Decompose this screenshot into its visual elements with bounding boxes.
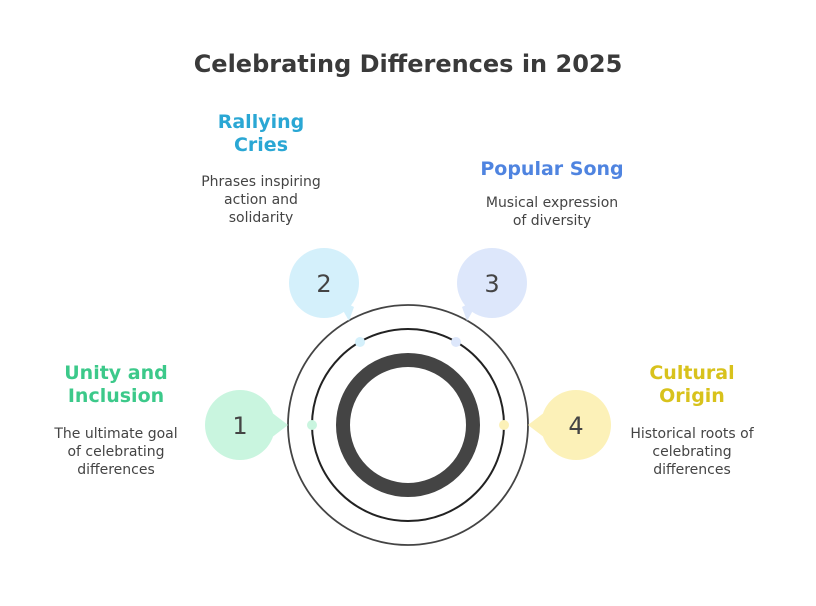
step-1-number: 1 (232, 412, 247, 440)
item-4-title: Cultural Origin (612, 362, 772, 408)
outer-ring (287, 304, 529, 546)
item-4-desc-line3: differences (653, 462, 731, 478)
item-2-title-line1: Rallying (217, 111, 305, 133)
step-2-marker-dot (355, 337, 365, 347)
item-3-title: Popular Song (460, 158, 644, 181)
step-4-bubble: 4 (528, 390, 611, 460)
item-2-title: Rallying Cries (181, 111, 341, 157)
item-4-title-line2: Origin (659, 385, 725, 407)
inner-thick-ring (336, 353, 480, 497)
step-3-marker-dot (451, 337, 461, 347)
item-4-title-line1: Cultural (649, 362, 735, 384)
step-4-marker-dot (499, 420, 509, 430)
item-1-title: Unity and Inclusion (40, 362, 192, 408)
item-2-desc-line2: action and (224, 192, 298, 208)
item-3-description: Musical expression of diversity (460, 194, 644, 230)
step-3-number: 3 (484, 270, 499, 298)
item-1-title-line2: Inclusion (67, 385, 165, 407)
item-3-desc-line2: of diversity (512, 213, 592, 229)
item-2-desc-line1: Phrases inspiring (201, 174, 321, 190)
item-2-description: Phrases inspiring action and solidarity (181, 173, 341, 227)
step-1-bubble: 1 (205, 390, 288, 460)
item-4-description: Historical roots of celebrating differen… (612, 425, 772, 479)
item-1-desc-line1: The ultimate goal (54, 426, 178, 442)
item-4-desc-line1: Historical roots of (630, 426, 754, 442)
item-2-desc-line3: solidarity (228, 210, 294, 226)
item-3-desc-line1: Musical expression (485, 195, 619, 211)
item-1-desc-line3: differences (77, 462, 155, 478)
step-3-bubble: 3 (457, 248, 527, 321)
page-title: Celebrating Differences in 2025 (193, 50, 623, 78)
item-4-desc-line2: celebrating (652, 444, 732, 460)
item-1-description: The ultimate goal of celebrating differe… (40, 425, 192, 479)
item-3-title-line1: Popular Song (480, 158, 624, 180)
item-2-title-line2: Cries (233, 134, 289, 156)
step-2-number: 2 (316, 270, 331, 298)
item-1-desc-line2: of celebrating (67, 444, 165, 460)
step-4-number: 4 (568, 412, 583, 440)
item-1-title-line1: Unity and (64, 362, 168, 384)
step-1-marker-dot (307, 420, 317, 430)
step-2-bubble: 2 (289, 248, 359, 321)
